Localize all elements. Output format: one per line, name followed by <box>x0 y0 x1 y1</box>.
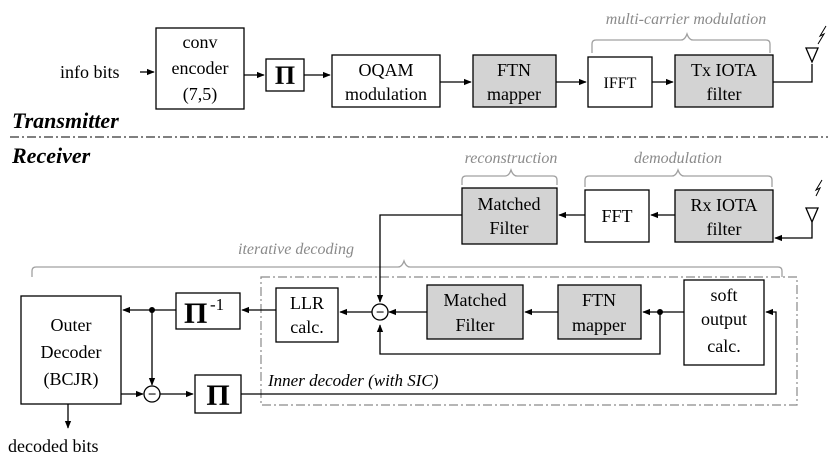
inner-ftn-mapper-block: FTN mapper <box>557 284 642 340</box>
outer-decoder-line3: (BCJR) <box>43 369 98 390</box>
conv-encoder-line3: (7,5) <box>183 84 218 105</box>
inner-matched-line1: Matched <box>444 290 507 310</box>
inner-ftn-line2: mapper <box>572 315 626 335</box>
wire-interleaver-to-soft <box>241 308 777 395</box>
oqam-line2: modulation <box>345 84 427 104</box>
demodulation-label: demodulation <box>634 150 722 167</box>
rx-interleaver-symbol: Π <box>206 379 229 412</box>
receiver-heading: Receiver <box>11 143 91 168</box>
llr-calc-block: LLR calc. <box>275 287 339 343</box>
inner-decoder-label: Inner decoder (with SIC) <box>267 371 439 390</box>
outer-decoder-line2: Decoder <box>41 342 102 362</box>
wire-to-tx-antenna <box>773 64 813 83</box>
demodulation-brace <box>584 167 773 187</box>
decoded-bits-label: decoded bits <box>8 436 98 456</box>
outer-subtractor-symbol: − <box>148 387 157 403</box>
inner-matched-filter-block: Matched Filter <box>426 284 524 340</box>
ifft-label: IFFT <box>604 75 637 92</box>
conv-encoder-line1: conv <box>183 32 218 52</box>
conv-encoder-line2: encoder <box>172 58 229 78</box>
multicarrier-brace <box>591 31 771 53</box>
soft-output-line3: calc. <box>707 336 740 356</box>
inner-subtractor-symbol: − <box>376 305 385 321</box>
tx-ftn-line1: FTN <box>497 60 531 80</box>
wire-soft-bypass <box>376 312 661 355</box>
deinterleaver-block: Π -1 <box>175 292 241 330</box>
fft-block: FFT <box>584 189 650 243</box>
recon-matched-filter-block: Matched Filter <box>461 187 558 245</box>
iterative-decoding-brace <box>31 258 783 277</box>
reconstruction-brace <box>461 167 558 185</box>
tx-iota-line1: Tx IOTA <box>691 60 757 80</box>
rx-antenna-icon <box>805 179 823 224</box>
reconstruction-label: reconstruction <box>465 150 558 167</box>
deinterleaver-symbol: Π <box>184 297 207 330</box>
wire-recon-to-subtract <box>376 214 462 303</box>
inner-ftn-line1: FTN <box>582 290 616 310</box>
wire-rx-antenna <box>774 222 813 242</box>
conv-encoder-block: conv encoder (7,5) <box>155 27 245 110</box>
soft-output-line2: output <box>701 309 747 329</box>
soft-output-line1: soft <box>711 285 738 305</box>
tx-ftn-mapper-block: FTN mapper <box>472 54 557 108</box>
tx-input-label: info bits <box>60 62 120 82</box>
rx-iota-filter-block: Rx IOTA filter <box>674 189 774 243</box>
tx-antenna-icon <box>805 25 827 64</box>
inner-matched-line2: Filter <box>456 315 495 335</box>
oqam-modulation-block: OQAM modulation <box>331 54 441 108</box>
tx-ftn-line2: mapper <box>487 84 541 104</box>
multicarrier-label: multi-carrier modulation <box>606 11 766 28</box>
tx-iota-filter-block: Tx IOTA filter <box>674 54 774 108</box>
rx-iota-line2: filter <box>707 219 742 239</box>
tx-interleaver-block: Π <box>265 58 305 92</box>
inner-subtractor-node: − <box>371 303 389 321</box>
outer-decoder-line1: Outer <box>51 315 92 335</box>
recon-matched-line2: Filter <box>490 218 529 238</box>
outer-subtractor-node: − <box>143 385 161 403</box>
recon-matched-line1: Matched <box>478 194 541 214</box>
fft-label: FFT <box>601 206 632 226</box>
transmitter-heading: Transmitter <box>12 108 119 133</box>
llr-line1: LLR <box>290 293 324 313</box>
outer-decoder-block: Outer Decoder (BCJR) <box>20 295 122 405</box>
deinterleaver-superscript: -1 <box>210 295 224 314</box>
ifft-block: IFFT <box>587 56 653 108</box>
inner-decoder-region <box>260 276 798 406</box>
rx-interleaver-block: Π <box>194 374 242 414</box>
rx-iota-line1: Rx IOTA <box>690 195 757 215</box>
oqam-line1: OQAM <box>358 60 413 80</box>
iterative-decoding-label: iterative decoding <box>238 241 354 258</box>
soft-output-block: soft output calc. <box>683 279 765 366</box>
tx-iota-line2: filter <box>707 84 742 104</box>
tx-interleaver-symbol: Π <box>275 61 295 90</box>
llr-line2: calc. <box>290 317 323 337</box>
